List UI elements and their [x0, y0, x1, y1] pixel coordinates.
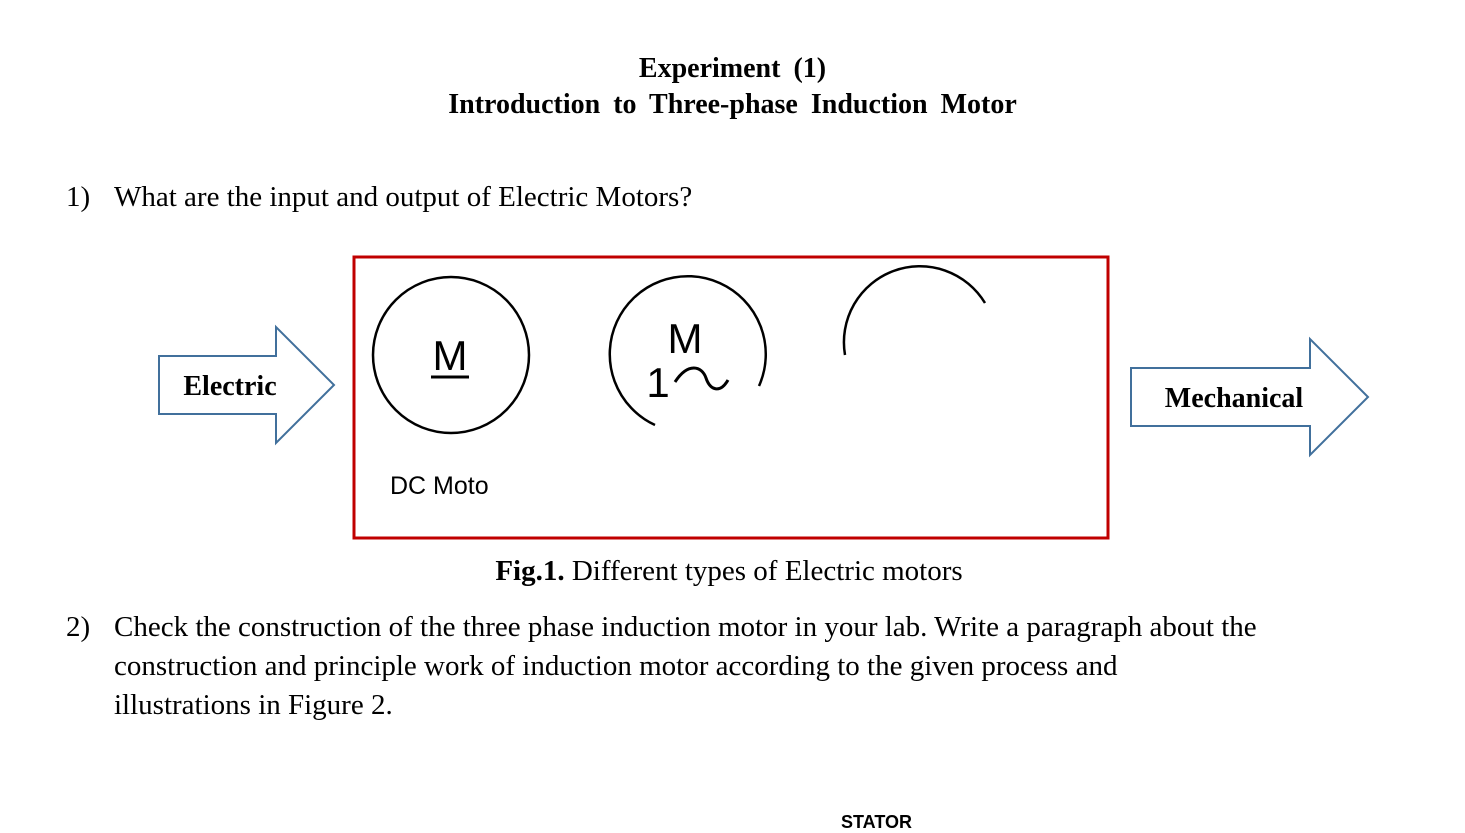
question-2-line-1: Check the construction of the three phas…: [114, 611, 1257, 643]
question-1-text: What are the input and output of Electri…: [114, 181, 693, 213]
ac-motor-letter: M: [668, 315, 703, 362]
experiment-subtitle: Introduction to Three-phase Induction Mo…: [448, 89, 1017, 120]
motor-types-box: [352, 255, 1110, 540]
figure-1-caption-label: Fig.1.: [495, 555, 565, 587]
question-2-number: 2): [66, 611, 91, 643]
question-1: 1) What are the input and output of Elec…: [66, 178, 1366, 218]
partial-motor-arc: [842, 265, 987, 356]
dc-motor-caption: DC Moto: [390, 472, 489, 500]
dc-motor-symbol: [371, 275, 531, 435]
dc-motor-letter: M: [433, 332, 468, 379]
figure-1-caption: Fig.1. Different types of Electric motor…: [0, 555, 1458, 588]
question-1-number: 1): [66, 181, 91, 213]
ac-tilde-icon: [673, 366, 730, 391]
input-arrow-label: Electric: [183, 371, 276, 402]
question-2: 2) Check the construction of the three p…: [66, 608, 1446, 728]
output-arrow: [1130, 336, 1370, 458]
ac-motor-symbol: [608, 274, 767, 427]
ac-phase-number: 1: [646, 359, 669, 406]
question-2-line-2: construction and principle work of induc…: [114, 650, 1118, 682]
experiment-title: Experiment (1): [638, 53, 827, 84]
output-arrow-label: Mechanical: [1165, 383, 1304, 414]
question-2-line-3: illustrations in Figure 2.: [114, 689, 393, 721]
input-arrow: [158, 324, 336, 446]
figure-1-caption-text: Different types of Electric motors: [571, 555, 963, 587]
